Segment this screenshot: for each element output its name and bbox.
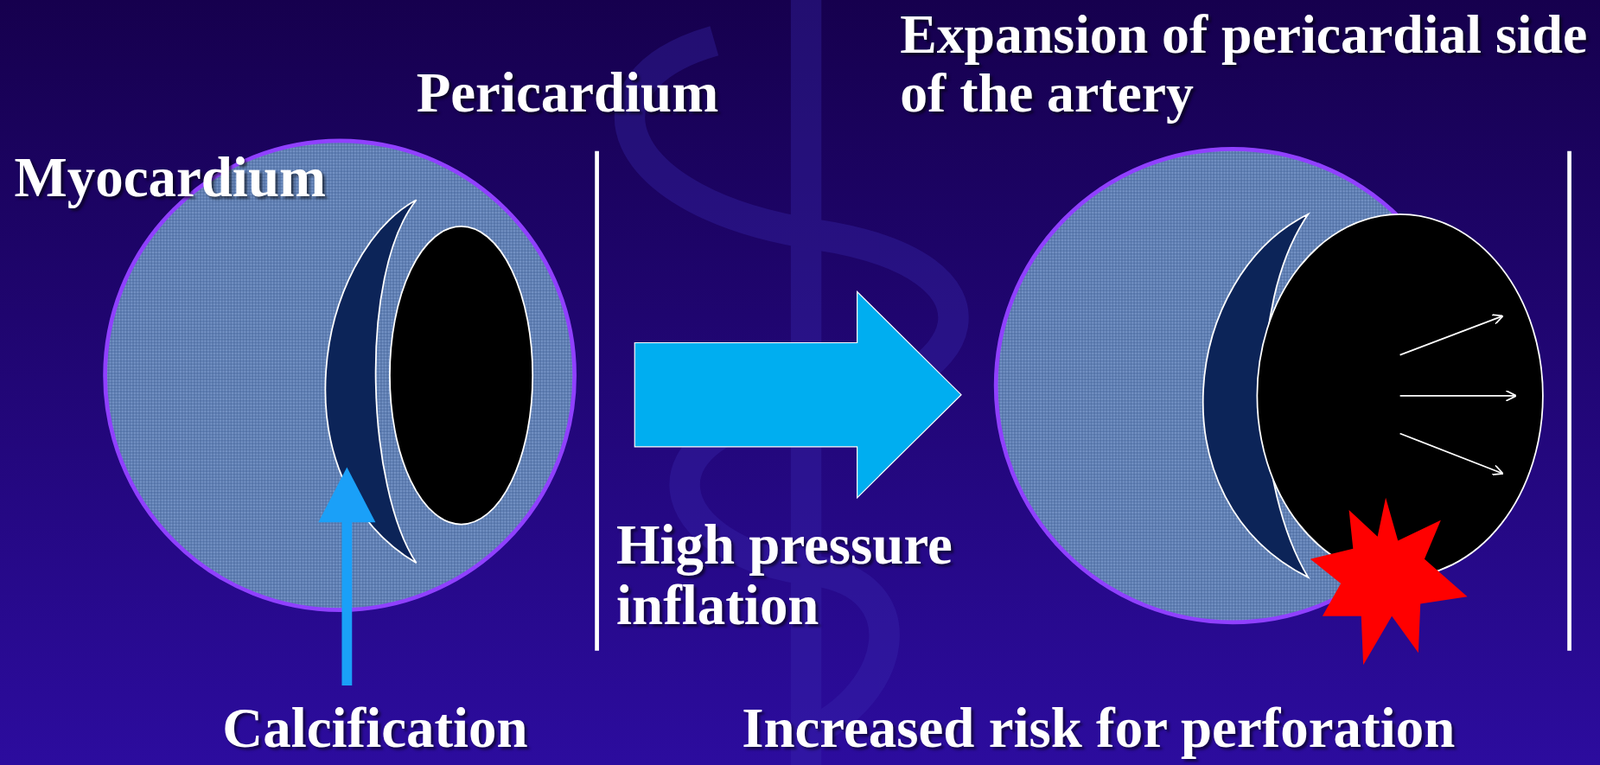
- expanded-lumen: [1256, 214, 1543, 578]
- calcification-pointer: [341, 515, 352, 686]
- structure-label: Pericardium: [416, 62, 846, 123]
- structure-label: Myocardium: [14, 146, 444, 208]
- expanded-artery-cross-section: [995, 148, 1543, 623]
- calcification-pointer-head: [318, 466, 376, 523]
- pericardium-line: [1567, 151, 1572, 651]
- lumen: [389, 226, 533, 525]
- result-label: Expansion of pericardial side of the art…: [899, 5, 1595, 125]
- artery-cross-section: [105, 140, 575, 611]
- process-label: High pressure inflation: [616, 514, 1046, 636]
- result-label: Increased risk for perforation: [741, 697, 1595, 759]
- process-arrow: [634, 291, 962, 498]
- structure-label: Calcification: [222, 697, 651, 759]
- pericardium-line: [594, 151, 600, 651]
- perforation-burst: [1310, 497, 1468, 666]
- expansion-arrows: [1400, 316, 1516, 474]
